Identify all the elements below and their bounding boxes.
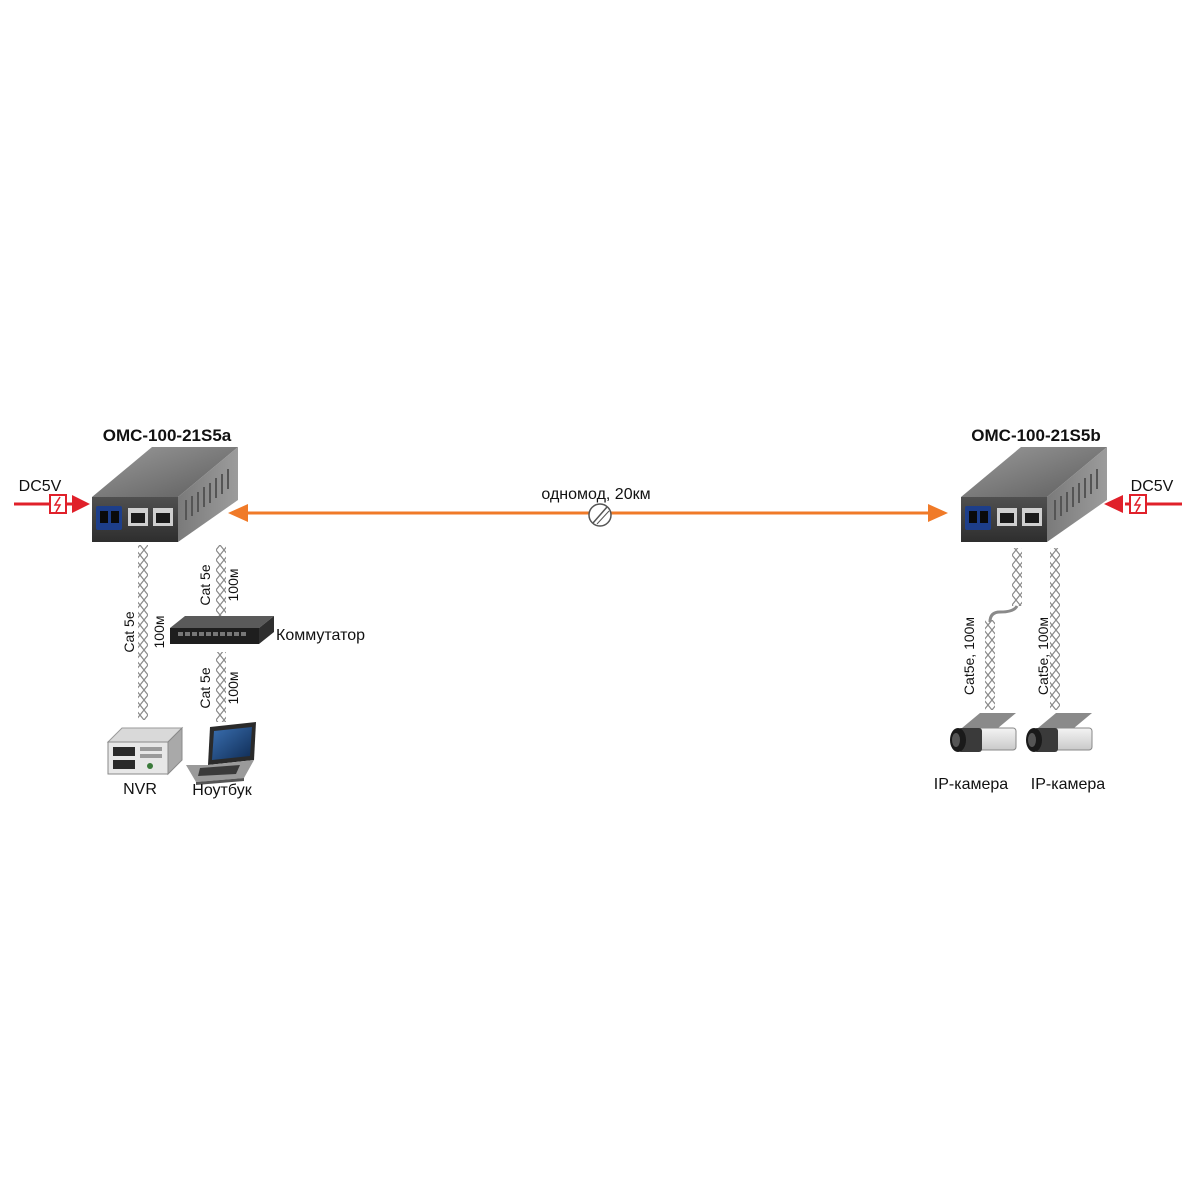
fiber-link: одномод, 20км bbox=[228, 486, 948, 527]
twisted-pair-cable-icon bbox=[216, 545, 226, 620]
switch-label: Коммутатор bbox=[276, 627, 365, 644]
cable-laptop-length: 100м bbox=[225, 672, 241, 705]
nvr-label: NVR bbox=[123, 781, 157, 798]
nvr-server-icon bbox=[106, 726, 184, 776]
media-converter-icon bbox=[961, 447, 1107, 542]
twisted-pair-cable-icon bbox=[216, 652, 226, 722]
right-converter-model: OMC-100-21S5b bbox=[971, 426, 1100, 445]
twisted-pair-cable-icon bbox=[138, 545, 148, 720]
fiber-label: одномод, 20км bbox=[541, 486, 650, 503]
right-power-input: DC5V bbox=[1104, 478, 1182, 514]
fiber-splice-icon bbox=[588, 503, 612, 527]
power-plug-icon bbox=[49, 494, 67, 514]
twisted-pair-cable-icon bbox=[1012, 548, 1022, 606]
cable-camera1-label: Cat5e, 100м bbox=[961, 617, 977, 695]
cable-switch-length: 100м bbox=[225, 569, 241, 602]
network-switch-icon bbox=[170, 616, 274, 644]
camera1-label: IP-камера bbox=[934, 776, 1008, 793]
cable-switch-type: Cat 5e bbox=[197, 564, 213, 605]
laptop-label: Ноутбук bbox=[192, 782, 252, 799]
right-cables: Cat5e, 100м Cat5e, 100м bbox=[961, 548, 1060, 710]
ip-camera-icon bbox=[1026, 713, 1093, 752]
left-power-label: DC5V bbox=[19, 478, 62, 495]
power-plug-icon bbox=[1129, 494, 1147, 514]
left-power-input: DC5V bbox=[14, 478, 90, 514]
twisted-pair-cable-icon bbox=[1050, 548, 1060, 710]
camera2-label: IP-камера bbox=[1031, 776, 1105, 793]
left-cables: Cat 5e 100м Cat 5e 100м Cat 5e 100м bbox=[121, 545, 241, 722]
ip-camera-icon bbox=[950, 713, 1017, 752]
twisted-pair-cable-icon bbox=[985, 620, 995, 710]
cable-laptop-type: Cat 5e bbox=[197, 667, 213, 708]
cable-camera2-label: Cat5e, 100м bbox=[1035, 617, 1051, 695]
cable-nvr-type: Cat 5e bbox=[121, 611, 137, 652]
laptop-icon bbox=[186, 722, 256, 785]
left-converter-model: OMC-100-21S5a bbox=[103, 426, 232, 445]
media-converter-icon bbox=[92, 447, 238, 542]
right-power-label: DC5V bbox=[1131, 478, 1174, 495]
cable-nvr-length: 100м bbox=[151, 616, 167, 649]
